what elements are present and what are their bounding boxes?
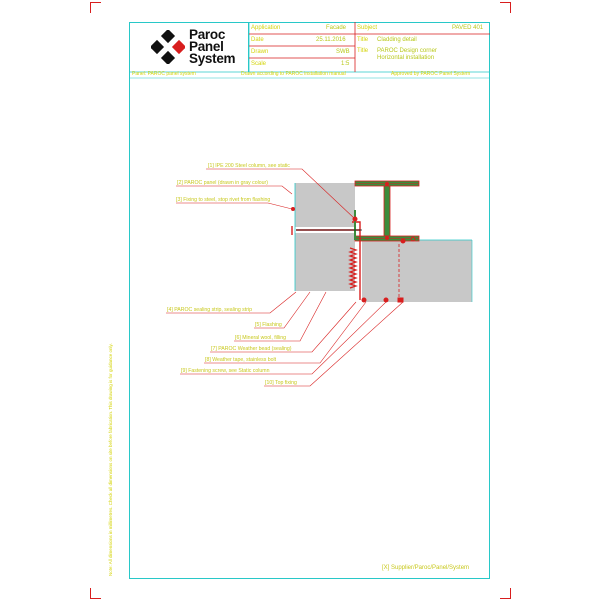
callout-10: [10] Top fixing [265, 380, 297, 386]
leader-lines [166, 168, 404, 387]
callout-1: [1] IPE 200 Steel column, see static [208, 163, 290, 169]
sub-row-item-3: Approved by PAROC Panel System [391, 71, 471, 77]
title-line-1: PAROC Design corner [377, 48, 437, 54]
crop-mark-bottom-left [90, 588, 101, 599]
brand-name: Paroc Panel System [189, 27, 236, 66]
crop-mark-top-right [500, 2, 511, 13]
sub-row-item-2: Drawn according to PAROC installation ma… [241, 71, 346, 77]
callout-3: [3] Fixing to steel, stop rivet from fla… [176, 197, 271, 203]
scale-value: 1:5 [341, 61, 350, 67]
callout-8: [8] Weather tape, stainless bolt [205, 357, 277, 363]
brand-line-3: System [189, 51, 236, 66]
cladding-subject-label: Title [357, 37, 369, 43]
side-note-text: Note: All dimensions in millimetres. Che… [108, 343, 113, 576]
brand-line-1: Paroc [189, 27, 226, 42]
footer-supplier: [X] Supplier/Paroc/Panel/System [382, 565, 470, 571]
application-label: Application [251, 25, 281, 31]
title-line-2: Horizontal installation [377, 55, 435, 61]
paroc-logo-icon [151, 30, 185, 64]
panel-lower [295, 233, 355, 291]
subject-label: Subject [357, 25, 378, 31]
callout-6: [6] Mineral wool, filling [235, 335, 287, 341]
date-label: Date [251, 37, 264, 43]
panel-right [362, 240, 472, 302]
drawing-number: PAVED 401 [452, 25, 484, 31]
subject-value: Cladding detail [377, 37, 417, 43]
title-block: Paroc Panel System [129, 22, 490, 78]
steel-ibeam [354, 180, 420, 242]
titleblock-sub-row: Panel: PAROC panel system Drawn accordin… [129, 70, 490, 78]
fasteners [291, 207, 416, 303]
callout-9: [9] Fastening screw, see Static column [181, 368, 270, 374]
crop-mark-top-left [90, 2, 101, 13]
sub-row-item-1: Panel: PAROC panel system [132, 71, 196, 77]
date-value: 25.11.2016 [316, 37, 346, 43]
drawing-sheet [129, 22, 490, 579]
callout-5: [5] Flashing [255, 322, 282, 328]
callout-7: [7] PAROC Weather bead (sealing) [211, 346, 292, 352]
title-label: Title [357, 48, 369, 54]
drawn-value: SWB [336, 49, 350, 55]
callout-4: [4] PAROC sealing strip, sealing strip [167, 307, 252, 313]
side-note: Note: All dimensions in millimetres. Che… [108, 336, 128, 576]
drawn-label: Drawn [251, 49, 269, 55]
panel-upper [295, 183, 355, 227]
crop-mark-bottom-right [500, 588, 511, 599]
scale-label: Scale [251, 61, 267, 67]
application-value: Facade [326, 25, 347, 31]
callout-2: [2] PAROC panel (drawn in gray colour) [177, 180, 269, 186]
brand-line-2: Panel [189, 39, 224, 54]
sealing-strip [348, 247, 358, 289]
logo: Paroc Panel System [129, 22, 249, 72]
